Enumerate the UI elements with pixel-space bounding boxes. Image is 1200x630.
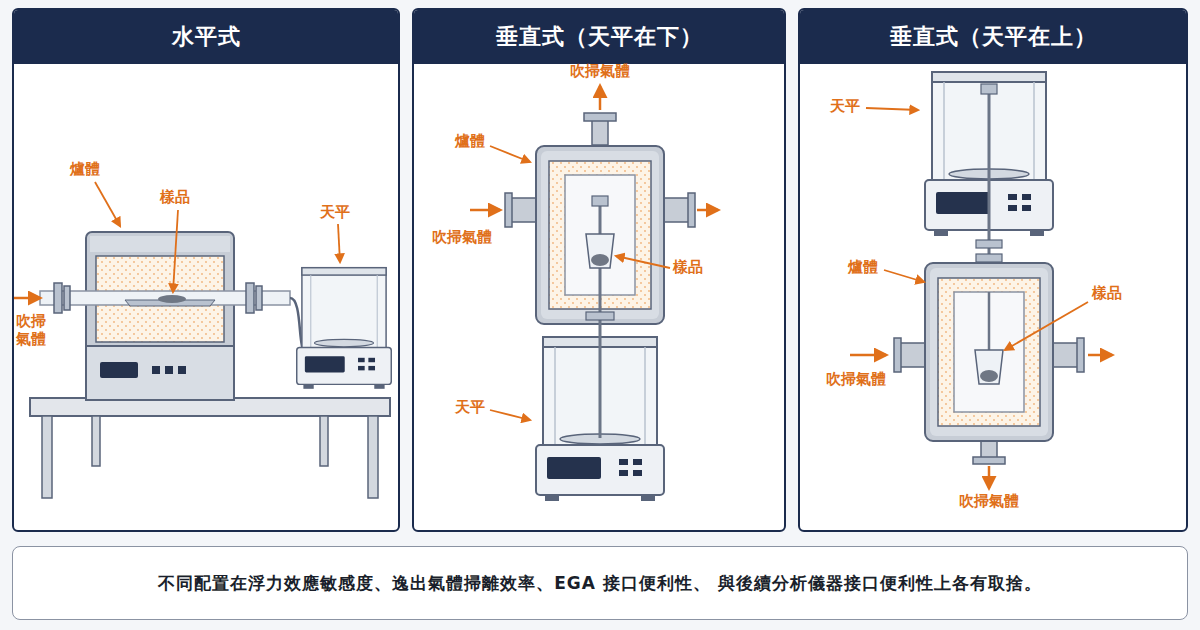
callout-label: 樣品 [673, 258, 703, 276]
panel: 水平式 [12, 8, 400, 532]
callout-label: 爐體 [455, 132, 485, 150]
panel-heading: 垂直式（天平在下） [414, 10, 784, 64]
callout-label: 天平 [455, 398, 485, 416]
callout-label: 吹掃氣體 [570, 62, 630, 80]
callout-label: 爐體 [70, 160, 100, 178]
caption-box: 不同配置在浮力效應敏感度、逸出氣體掃離效率、EGA 接口便利性、 與後續分析儀器… [12, 546, 1188, 620]
callout-label: 吹掃氣體 [432, 228, 492, 246]
callout-label: 天平 [830, 97, 860, 115]
callout-label: 吹掃 氣體 [16, 312, 50, 348]
panel: 垂直式（天平在下） [412, 8, 786, 532]
callout-label: 樣品 [160, 188, 190, 206]
panel-heading: 垂直式（天平在上） [800, 10, 1186, 64]
panel-heading: 水平式 [14, 10, 398, 64]
callout-label: 爐體 [848, 258, 878, 276]
callout-label: 樣品 [1092, 284, 1122, 302]
callout-label: 吹掃氣體 [826, 370, 886, 388]
caption: 不同配置在浮力效應敏感度、逸出氣體掃離效率、EGA 接口便利性、 與後續分析儀器… [158, 572, 1042, 595]
callout-label: 天平 [320, 203, 350, 221]
callout-label: 吹掃氣體 [959, 492, 1019, 510]
